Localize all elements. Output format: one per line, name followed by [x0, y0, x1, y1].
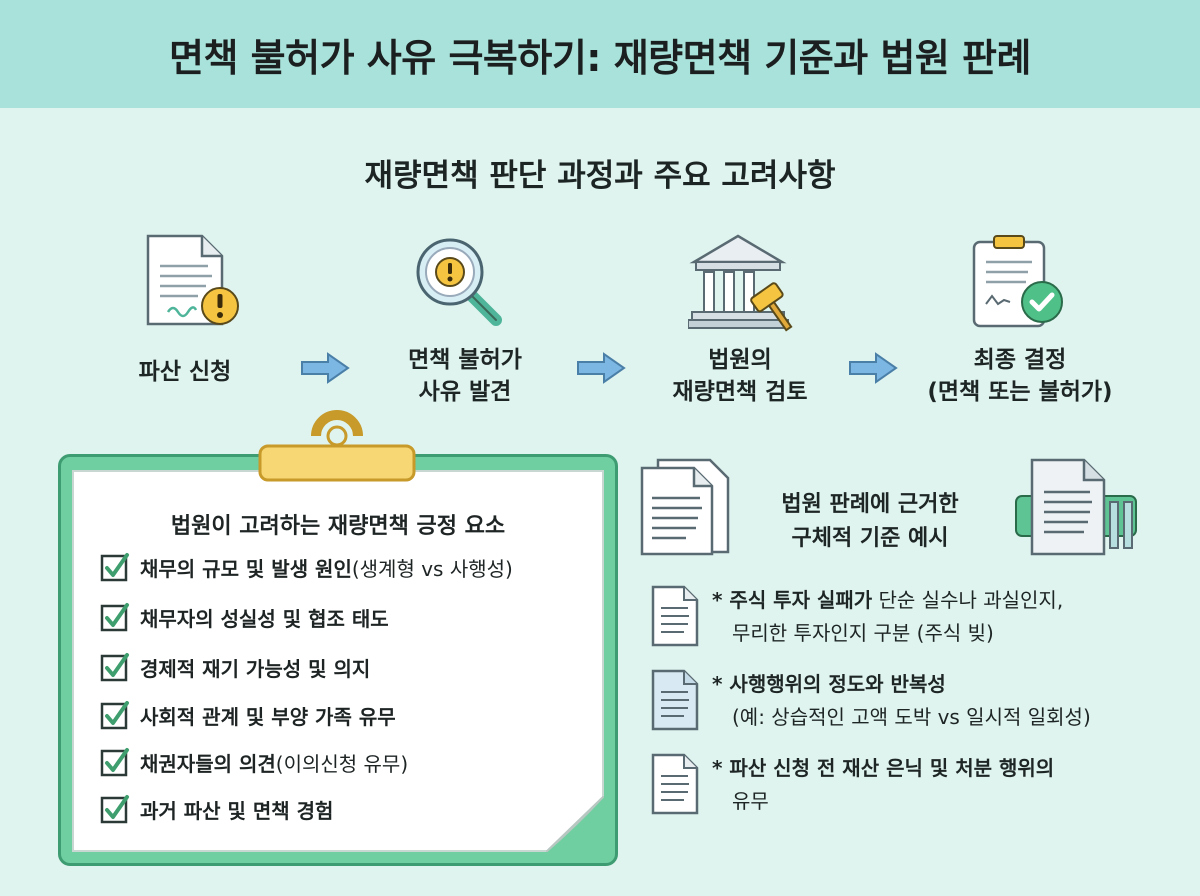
case-item-3-line2: 유무 — [732, 789, 769, 813]
case-item-1-bold: * 주식 투자 실패가 — [712, 588, 873, 612]
flow-step-1-label: 파산 신청 — [100, 356, 270, 388]
flow-step-3-label: 법원의 재량면책 검토 — [630, 344, 850, 408]
factor-item-5-main: 채권자들의 의견 — [140, 751, 276, 776]
flow-step-1-line1: 파산 신청 — [138, 359, 232, 385]
flow-step-4-line2: (면책 또는 불허가) — [927, 379, 1113, 405]
factor-item-2: 채무자의 성실성 및 협조 태도 — [100, 600, 389, 634]
case-item-3-line1: * 파산 신청 전 재산 은닉 및 처분 행위의 — [712, 752, 1182, 785]
case-item-1-line2: 무리한 투자인지 구분 (주식 빚) — [732, 621, 994, 645]
factor-item-5-note: (이의신청 유무) — [275, 751, 409, 776]
case-item-2-bold: * 사행행위의 정도와 반복성 — [712, 672, 946, 696]
factor-item-3: 경제적 재기 가능성 및 의지 — [100, 650, 370, 684]
flow-step-2-line2: 사유 발견 — [418, 379, 512, 405]
case-item-1: * 주식 투자 실패가 단순 실수나 과실인지, 무리한 투자인지 구분 (주식… — [712, 584, 1182, 650]
flow-step-2-label: 면책 불허가 사유 발견 — [370, 344, 560, 408]
page-title: 면책 불허가 사유 극복하기: 재량면책 기준과 법원 판례 — [169, 35, 1031, 80]
flow-step-4-label: 최종 결정 (면책 또는 불허가) — [900, 344, 1140, 408]
document-icon — [651, 669, 699, 731]
factors-heading: 법원이 고려하는 재량면책 긍정 요소 — [170, 514, 506, 539]
factor-item-6-main: 과거 파산 및 면책 경험 — [140, 798, 334, 823]
right-arrow-icon — [301, 352, 350, 384]
case-item-3: * 파산 신청 전 재산 은닉 및 처분 행위의 유무 — [712, 752, 1182, 818]
checkbox-checked-icon — [100, 701, 129, 730]
factor-item-6: 과거 파산 및 면책 경험 — [100, 792, 333, 826]
clipboard-clip-icon — [258, 410, 416, 482]
flow-step-2-line1: 면책 불허가 — [408, 347, 522, 373]
document-icon — [651, 585, 699, 647]
checkbox-checked-icon — [100, 653, 129, 682]
courthouse-gavel-icon — [688, 234, 793, 332]
factor-item-3-main: 경제적 재기 가능성 및 의지 — [140, 656, 371, 681]
magnifier-warning-icon — [416, 238, 502, 326]
document-warning-icon — [146, 234, 239, 326]
cases-heading: 법원 판례에 근거한 구체적 기준 예시 — [740, 488, 1000, 556]
page-curl-icon — [546, 796, 604, 852]
checkbox-checked-icon — [100, 553, 129, 582]
factor-item-4: 사회적 관계 및 부양 가족 유무 — [100, 698, 396, 732]
factor-item-1: 채무의 규모 및 발생 원인 (생계형 vs 사행성) — [100, 550, 513, 584]
clipboard-paper — [72, 470, 604, 852]
flow-step-4-line1: 최종 결정 — [973, 347, 1067, 373]
factor-item-5: 채권자들의 의견 (이의신청 유무) — [100, 745, 408, 779]
case-item-2-line1: * 사행행위의 정도와 반복성 — [712, 668, 1182, 701]
factor-item-1-main: 채무의 규모 및 발생 원인 — [140, 556, 352, 581]
checkbox-checked-icon — [100, 603, 129, 632]
section-subtitle: 재량면책 판단 과정과 주요 고려사항 — [364, 158, 836, 194]
factor-item-2-main: 채무자의 성실성 및 협조 태도 — [140, 606, 389, 631]
checkbox-checked-icon — [100, 795, 129, 824]
flow-step-3-line1: 법원의 — [708, 347, 772, 373]
document-icon — [651, 753, 699, 815]
flow-step-3-line2: 재량면책 검토 — [672, 379, 808, 405]
right-arrow-icon — [849, 352, 898, 384]
factor-item-4-main: 사회적 관계 및 부양 가족 유무 — [140, 704, 396, 729]
factor-item-1-note: (생계형 vs 사행성) — [351, 556, 513, 581]
cases-heading-line2: 구체적 기준 예시 — [791, 526, 949, 551]
case-item-2-line2: (예: 상습적인 고액 도박 vs 일시적 일회성) — [732, 705, 1091, 729]
checkbox-checked-icon — [100, 748, 129, 777]
title-bar: 면책 불허가 사유 극복하기: 재량면책 기준과 법원 판례 — [0, 0, 1200, 108]
right-arrow-icon — [577, 352, 626, 384]
case-item-3-bold: * 파산 신청 전 재산 은닉 및 처분 행위의 — [712, 756, 1055, 780]
case-item-1-line1: * 주식 투자 실패가 단순 실수나 과실인지, — [712, 584, 1182, 617]
case-item-2: * 사행행위의 정도와 반복성 (예: 상습적인 고액 도박 vs 일시적 일회… — [712, 668, 1182, 734]
cases-heading-line1: 법원 판례에 근거한 — [781, 492, 959, 517]
case-item-1-rest: 단순 실수나 과실인지, — [872, 588, 1064, 612]
binder-document-icon — [1015, 458, 1137, 556]
stacked-documents-icon — [640, 458, 730, 556]
clipboard-check-icon — [972, 235, 1063, 328]
